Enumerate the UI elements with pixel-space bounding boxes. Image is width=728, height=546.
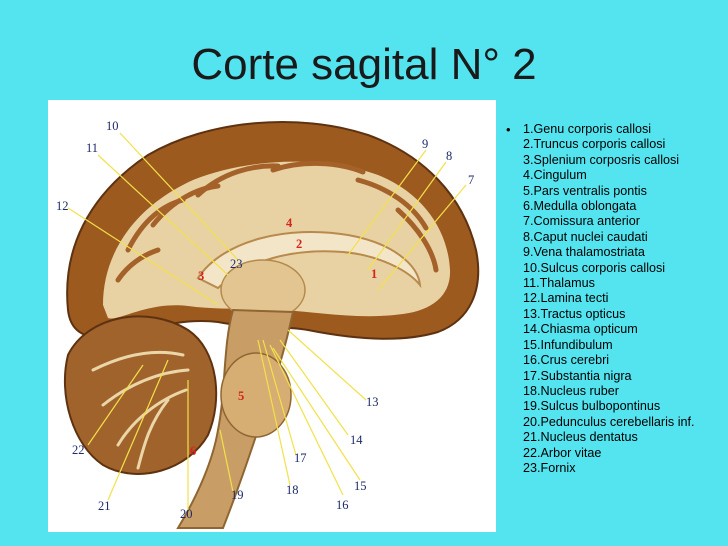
legend-item: 3.Splenium corposris callosi bbox=[523, 152, 680, 167]
legend-list: • 1.Genu corporis callosi 2.Truncus corp… bbox=[503, 122, 728, 476]
label-5: 5 bbox=[238, 389, 244, 403]
legend-item: 11.Thalamus bbox=[523, 276, 595, 291]
legend-item: 18.Nucleus ruber bbox=[523, 383, 619, 398]
label-17: 17 bbox=[294, 451, 307, 465]
legend-item: 22.Arbor vitae bbox=[523, 445, 602, 460]
label-6: 6 bbox=[190, 444, 196, 458]
legend-item: 15.Infundibulum bbox=[523, 337, 613, 352]
label-15: 15 bbox=[354, 479, 367, 493]
leader-lines bbox=[67, 132, 467, 510]
corpus-callosum bbox=[196, 230, 422, 290]
label-19: 19 bbox=[231, 488, 244, 502]
label-8: 8 bbox=[446, 149, 452, 163]
legend-item: 17.Substantia nigra bbox=[523, 368, 632, 383]
legend-item: 2.Truncus corporis callosi bbox=[523, 137, 666, 152]
legend-item: 19.Sulcus bulbopontinus bbox=[523, 399, 661, 414]
label-13: 13 bbox=[366, 395, 379, 409]
label-4: 4 bbox=[286, 216, 293, 230]
label-1: 1 bbox=[371, 267, 377, 281]
legend-item: 8.Caput nuclei caudati bbox=[523, 229, 648, 244]
label-18: 18 bbox=[286, 483, 299, 497]
legend-bullet: • bbox=[506, 122, 511, 137]
arbor-vitae-pattern bbox=[91, 350, 190, 470]
label-20: 20 bbox=[180, 507, 193, 521]
label-22: 22 bbox=[72, 443, 85, 457]
gyri-pattern bbox=[115, 161, 439, 283]
label-9: 9 bbox=[422, 137, 428, 151]
label-2: 2 bbox=[296, 237, 302, 251]
slide-title: Corte sagital N° 2 bbox=[191, 40, 537, 89]
legend-item: 7.Comissura anterior bbox=[523, 214, 640, 229]
pons bbox=[220, 352, 292, 438]
label-23: 23 bbox=[230, 257, 243, 271]
label-14: 14 bbox=[350, 433, 363, 447]
label-21: 21 bbox=[98, 499, 111, 513]
label-12: 12 bbox=[56, 199, 69, 213]
legend-item: 4.Cingulum bbox=[523, 168, 587, 183]
legend-item: 10.Sulcus corporis callosi bbox=[523, 260, 666, 275]
brain-sagittal-section-figure: 1 2 3 4 5 6 7 8 9 10 11 12 13 14 15 16 1… bbox=[48, 100, 496, 532]
legend-item: 14.Chiasma opticum bbox=[523, 322, 638, 337]
label-16: 16 bbox=[336, 498, 349, 512]
legend-item: 12.Lamina tecti bbox=[523, 291, 609, 306]
label-3: 3 bbox=[198, 269, 204, 283]
legend-item: 9.Vena thalamostriata bbox=[523, 245, 645, 260]
label-10: 10 bbox=[106, 119, 119, 133]
legend-item: 20.Pedunculus cerebellaris inf. bbox=[523, 414, 695, 429]
legend-item: 23.Fornix bbox=[523, 460, 576, 475]
legend-item: 6.Medulla oblongata bbox=[523, 199, 637, 214]
legend-item: 21.Nucleus dentatus bbox=[523, 430, 638, 445]
label-11: 11 bbox=[86, 141, 98, 155]
cerebellum bbox=[64, 315, 218, 475]
legend-item: 1.Genu corporis callosi bbox=[523, 122, 652, 136]
legend-item: 16.Crus cerebri bbox=[523, 353, 610, 368]
legend-item: 5.Pars ventralis pontis bbox=[523, 183, 647, 198]
label-7: 7 bbox=[468, 173, 474, 187]
legend-item: 13.Tractus opticus bbox=[523, 306, 626, 321]
brain-section-drawing: 1 2 3 4 5 6 7 8 9 10 11 12 13 14 15 16 1… bbox=[56, 119, 480, 529]
